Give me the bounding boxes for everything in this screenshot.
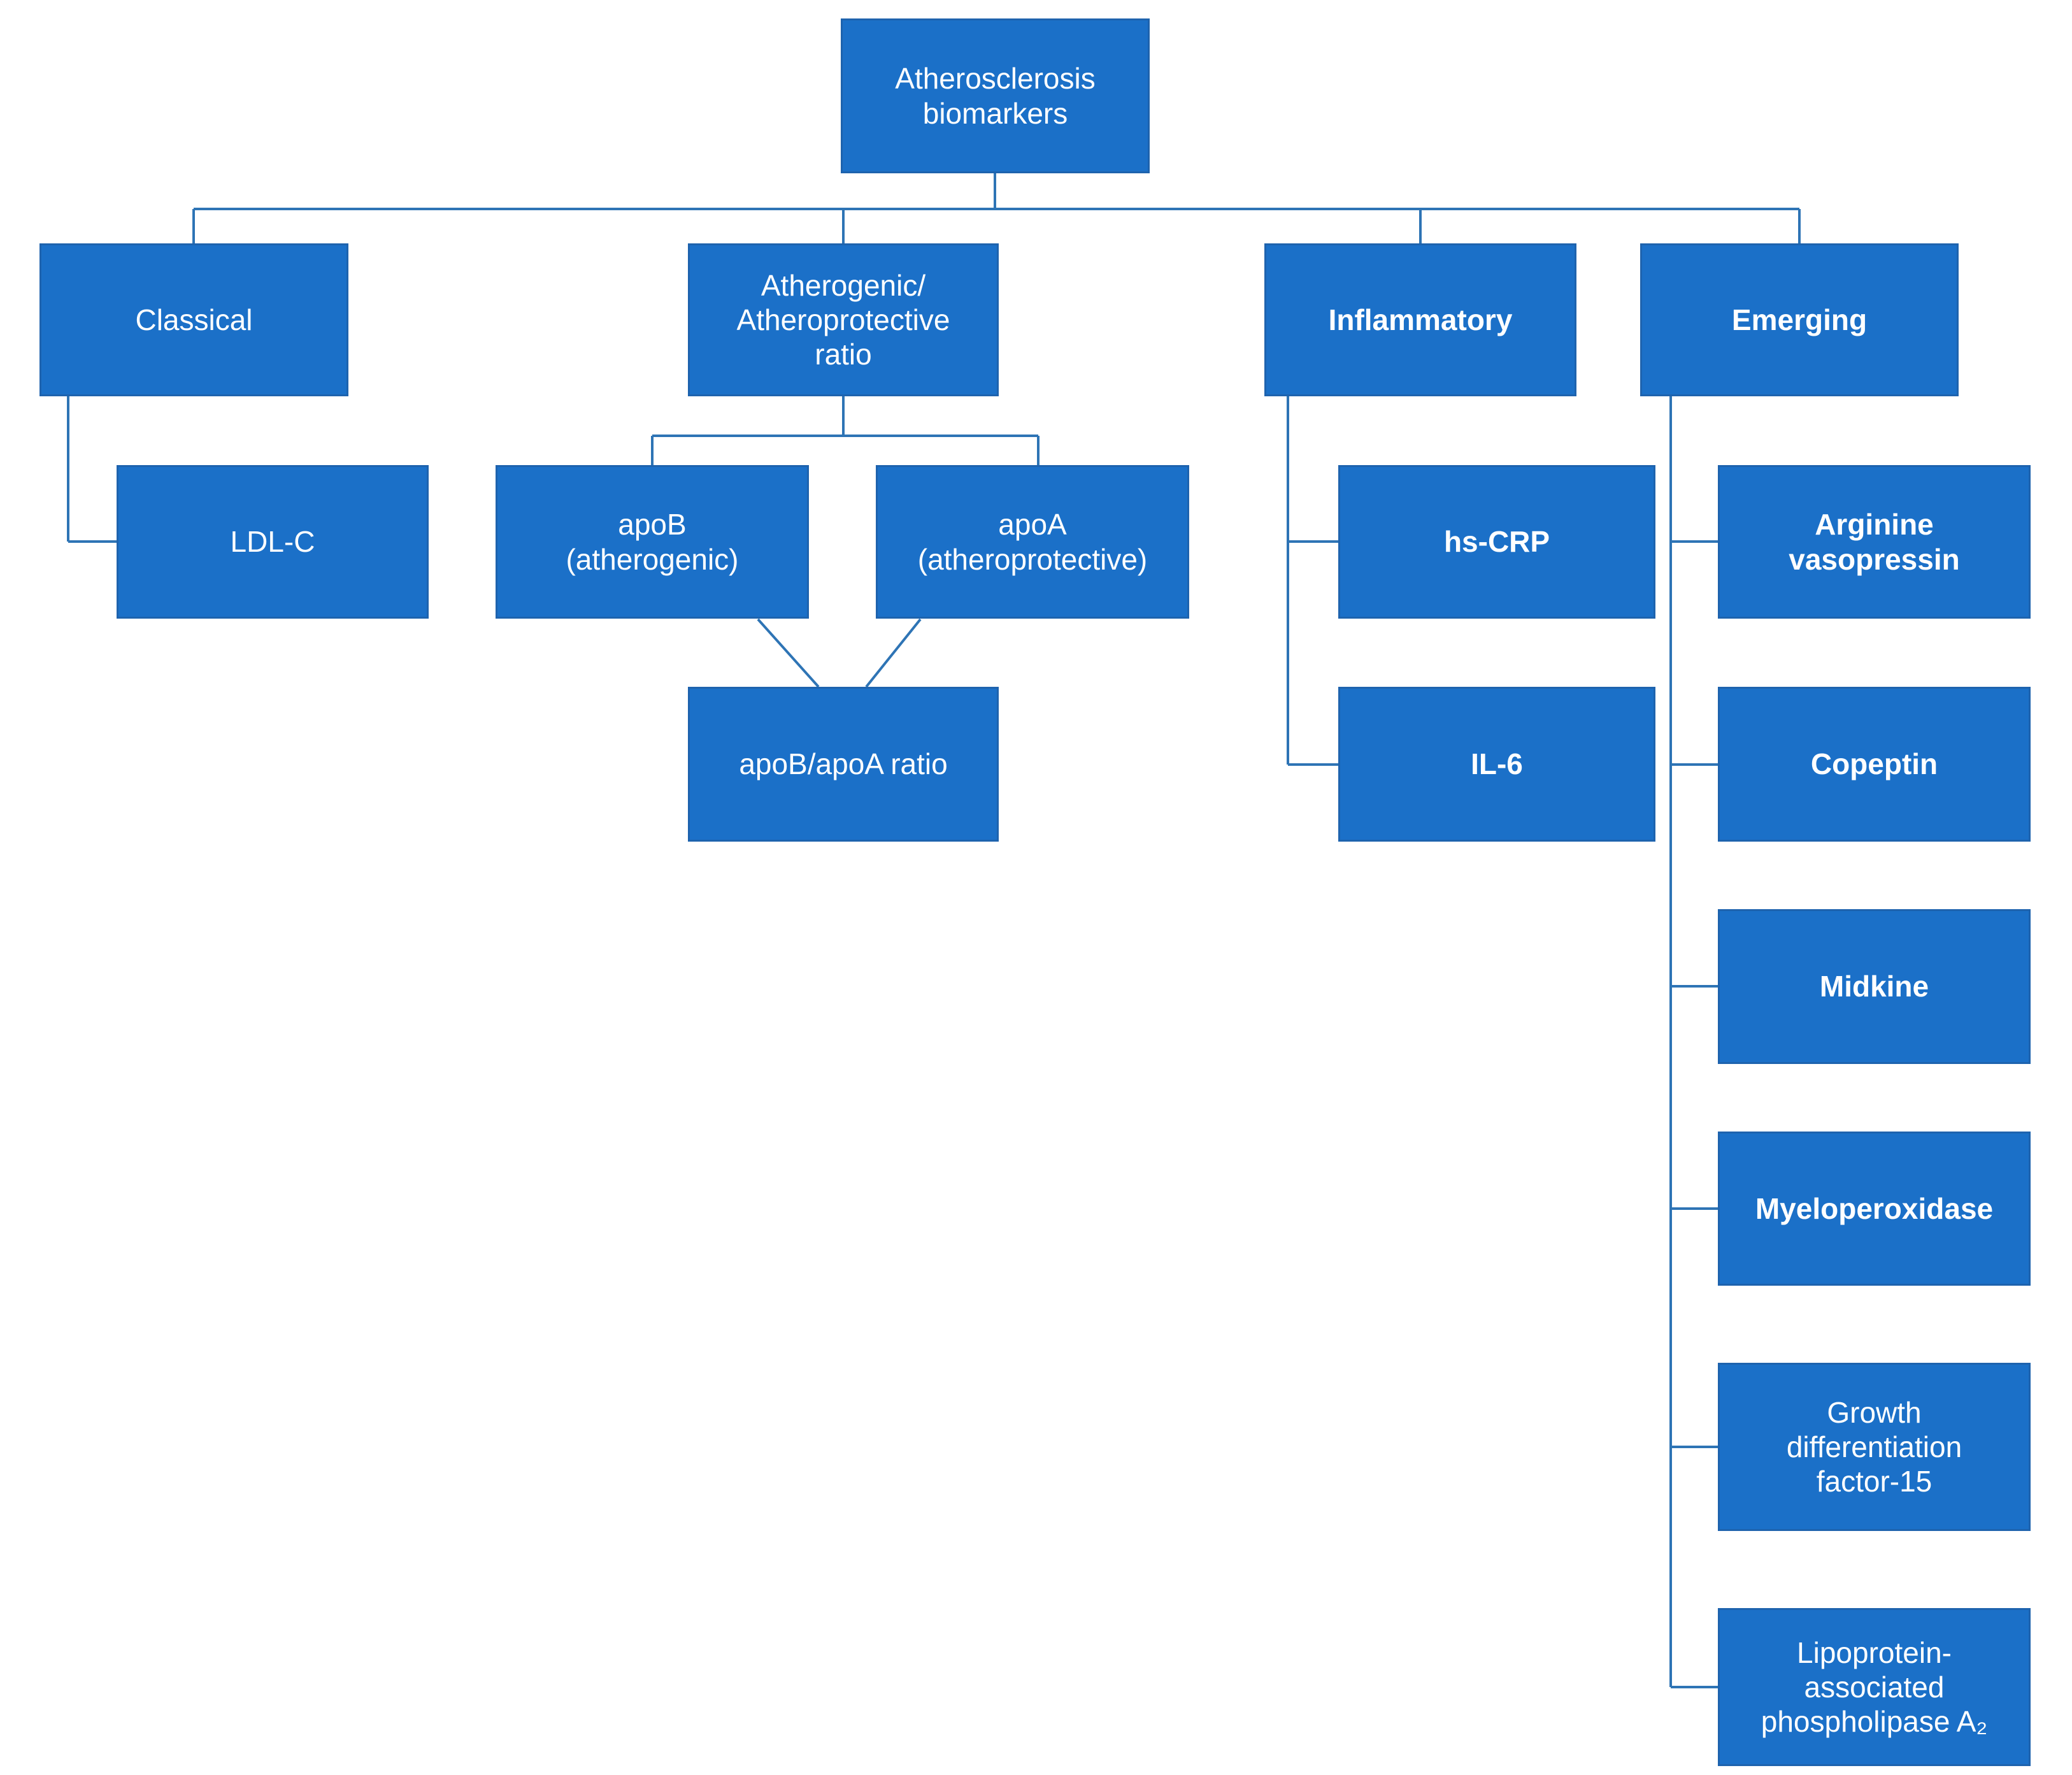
- node-emerging: Emerging: [1640, 243, 1959, 396]
- node-growth-differentiation-factor-15: Growth differentiation factor-15: [1718, 1363, 2031, 1531]
- connector-apob-to-ratio-diagonal: [757, 618, 820, 688]
- node-apob-atherogenic: apoB (atherogenic): [496, 465, 809, 619]
- node-lipoprotein-associated-phospholipase-a2: Lipoprotein- associated phospholipase A₂: [1718, 1608, 2031, 1766]
- node-copeptin: Copeptin: [1718, 687, 2031, 842]
- node-myeloperoxidase: Myeloperoxidase: [1718, 1132, 2031, 1286]
- node-il-6: IL-6: [1338, 687, 1655, 842]
- node-atherogenic-atheroprotective-ratio: Atherogenic/ Atheroprotective ratio: [688, 243, 999, 396]
- node-apoa-atheroprotective: apoA (atheroprotective): [876, 465, 1189, 619]
- node-apob-apoa-ratio: apoB/apoA ratio: [688, 687, 999, 842]
- connector-apoa-to-ratio-diagonal: [865, 618, 922, 688]
- node-atherosclerosis-biomarkers: Atherosclerosis biomarkers: [841, 18, 1150, 173]
- node-hs-crp: hs-CRP: [1338, 465, 1655, 619]
- node-classical: Classical: [39, 243, 348, 396]
- node-arginine-vasopressin: Arginine vasopressin: [1718, 465, 2031, 619]
- node-midkine: Midkine: [1718, 909, 2031, 1064]
- node-inflammatory: Inflammatory: [1264, 243, 1576, 396]
- node-ldl-c: LDL-C: [117, 465, 429, 619]
